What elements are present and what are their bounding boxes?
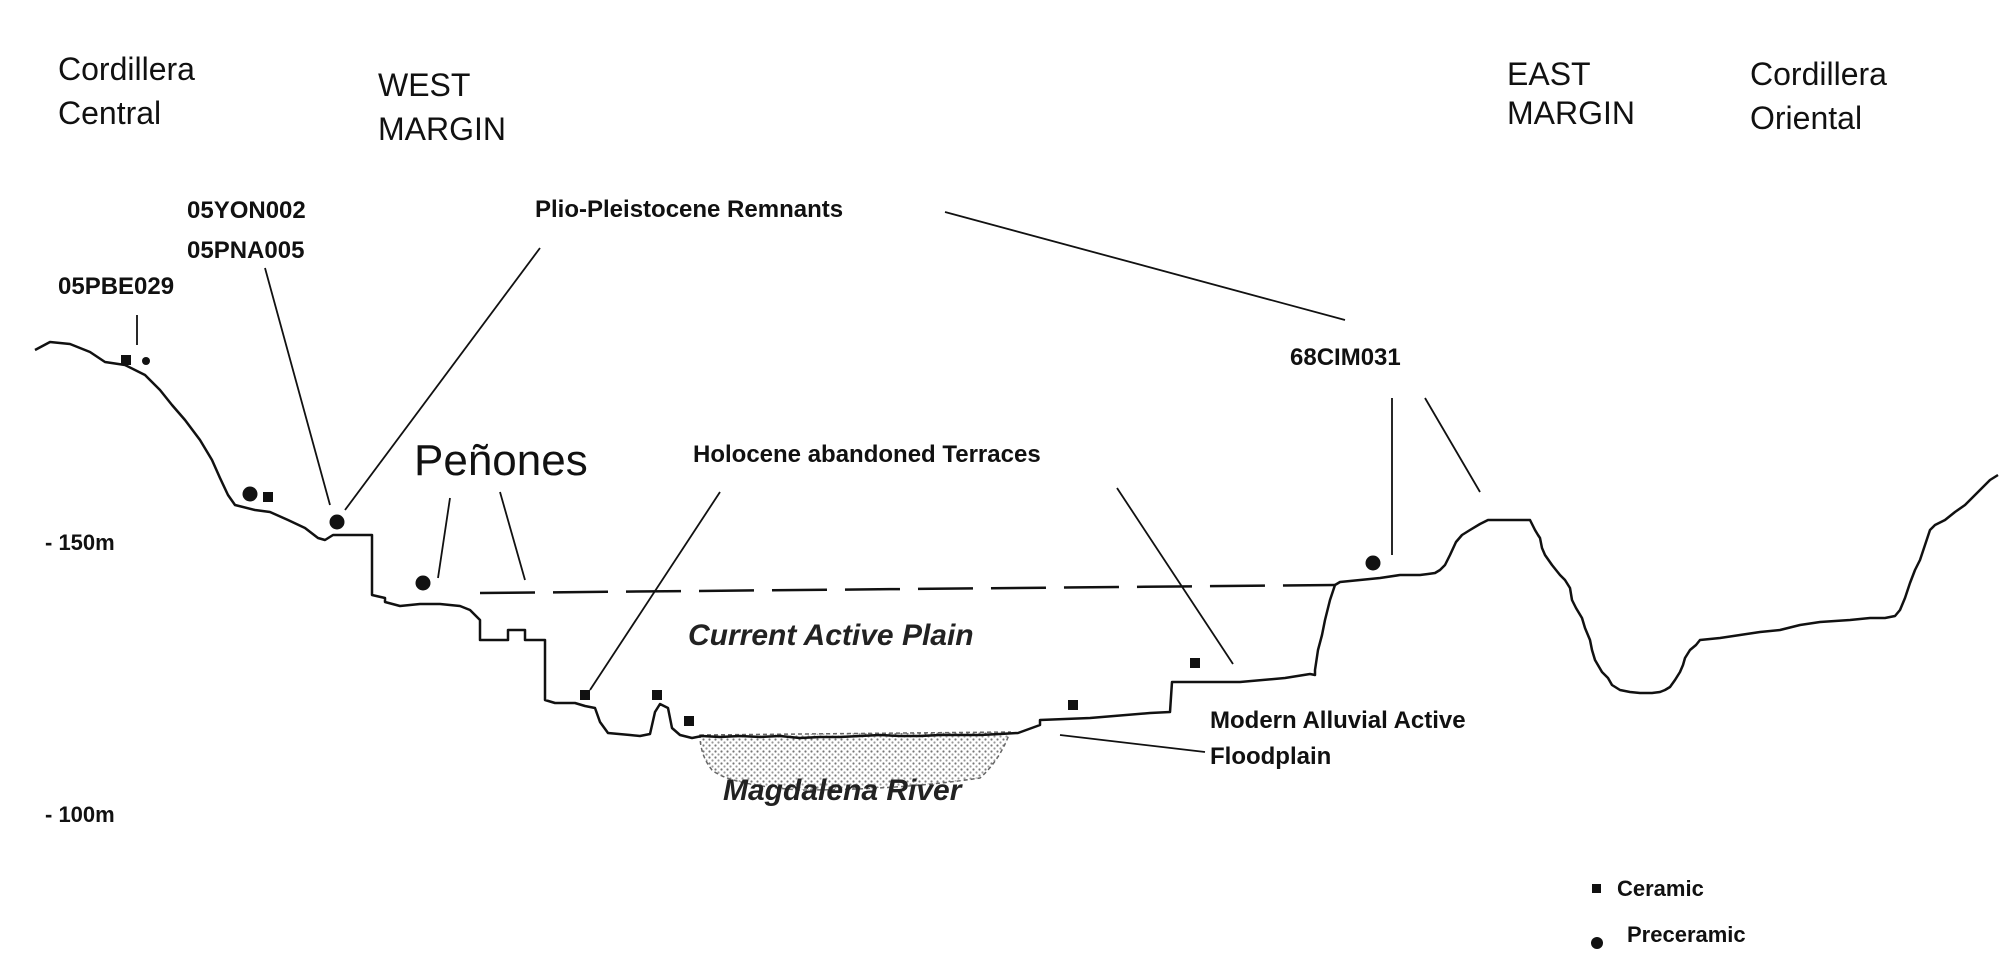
preceramic-marker	[329, 514, 345, 530]
ceramic-marker	[1068, 700, 1078, 710]
ceramic-markers	[121, 355, 1200, 726]
preceramic-marker	[242, 486, 258, 502]
ceramic-marker	[263, 492, 273, 502]
site-label-05yon002: 05YON002	[187, 197, 306, 224]
legend-preceramic-symbol	[1591, 937, 1603, 949]
elevation-label-150: - 150m	[45, 530, 115, 555]
leader-plio-east	[944, 211, 1346, 321]
site-label-05pbe029: 05PBE029	[58, 273, 174, 300]
west-margin-label: WEST MARGIN	[378, 67, 506, 147]
legend-ceramic-label: Ceramic	[1617, 876, 1704, 901]
cordillera-central-label: Cordillera Central	[58, 51, 204, 131]
plain-level-dashed-line	[479, 583, 1336, 595]
preceramic-marker	[142, 357, 150, 365]
leader-holocene-east	[1116, 487, 1234, 665]
leader-lines	[136, 211, 1481, 753]
leader-cim031-2	[1424, 397, 1481, 493]
cordillera-oriental-label: Cordillera Oriental	[1750, 56, 1896, 136]
ceramic-marker	[684, 716, 694, 726]
leader-floodplain	[1059, 734, 1206, 753]
leader-penones-1	[437, 497, 451, 579]
site-label-05pna005: 05PNA005	[187, 237, 304, 264]
magdalena-river-deposit	[699, 731, 1012, 791]
terrain-profile	[34, 340, 1999, 740]
preceramic-marker	[1365, 555, 1381, 571]
legend: Ceramic Preceramic	[1591, 876, 1746, 949]
legend-preceramic-label: Preceramic	[1627, 922, 1746, 947]
magdalena-river-label: Magdalena River	[723, 774, 964, 807]
elevation-label-100: - 100m	[45, 802, 115, 827]
leader-yon-pna	[264, 267, 331, 506]
preceramic-marker	[415, 575, 431, 591]
leader-penones-2	[499, 491, 526, 581]
leader-plio-west	[344, 247, 541, 511]
holocene-terraces-label: Holocene abandoned Terraces	[693, 441, 1041, 468]
site-label-68cim031: 68CIM031	[1290, 344, 1401, 371]
ceramic-marker	[1190, 658, 1200, 668]
preceramic-markers	[142, 357, 1381, 591]
leader-holocene-west	[589, 491, 721, 691]
plio-pleistocene-label: Plio-Pleistocene Remnants	[535, 196, 843, 223]
modern-floodplain-label: Modern Alluvial Active Floodplain	[1210, 707, 1472, 770]
ceramic-marker	[652, 690, 662, 700]
penones-label: Peñones	[414, 436, 588, 485]
east-margin-label: EAST MARGIN	[1507, 56, 1635, 131]
legend-ceramic-symbol	[1592, 884, 1601, 893]
ceramic-marker	[121, 355, 131, 365]
current-active-plain-label: Current Active Plain	[688, 619, 974, 652]
ceramic-marker	[580, 690, 590, 700]
